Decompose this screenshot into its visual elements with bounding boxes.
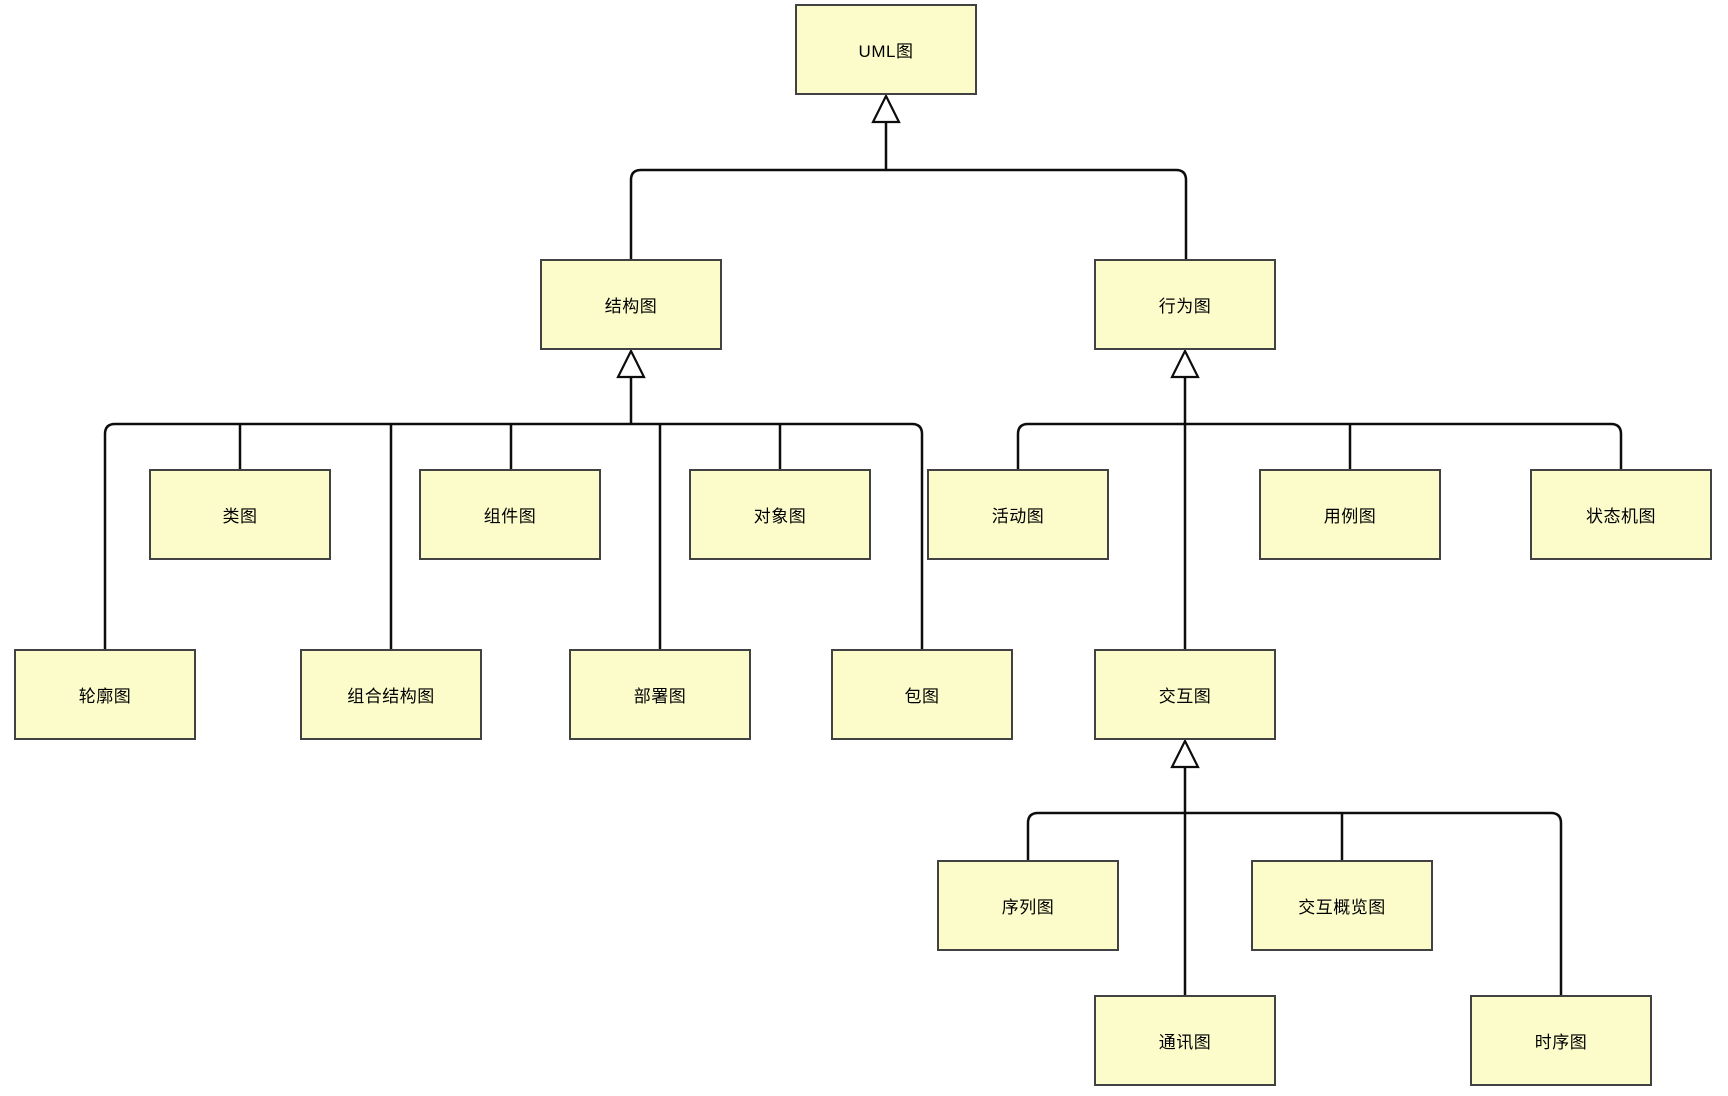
- node-communication-diagram[interactable]: 通讯图: [1094, 995, 1276, 1086]
- node-timing-diagram[interactable]: 时序图: [1470, 995, 1652, 1086]
- node-component-diagram[interactable]: 组件图: [419, 469, 601, 560]
- node-structure-diagram[interactable]: 结构图: [540, 259, 722, 350]
- node-interaction-overview-diagram[interactable]: 交互概览图: [1251, 860, 1433, 951]
- node-behavior-diagram[interactable]: 行为图: [1094, 259, 1276, 350]
- node-profile-diagram[interactable]: 轮廓图: [14, 649, 196, 740]
- node-activity-diagram[interactable]: 活动图: [927, 469, 1109, 560]
- generalization-arrow-icon-uml: [871, 93, 901, 124]
- node-package-diagram[interactable]: 包图: [831, 649, 1013, 740]
- node-deployment-diagram[interactable]: 部署图: [569, 649, 751, 740]
- node-usecase-diagram[interactable]: 用例图: [1259, 469, 1441, 560]
- edge-uml-bus: [629, 168, 1188, 259]
- node-sequence-diagram[interactable]: 序列图: [937, 860, 1119, 951]
- node-composite-structure-diagram[interactable]: 组合结构图: [300, 649, 482, 740]
- generalization-arrow-icon-structure: [616, 348, 646, 379]
- node-interaction-diagram[interactable]: 交互图: [1094, 649, 1276, 740]
- node-class-diagram[interactable]: 类图: [149, 469, 331, 560]
- generalization-arrow-icon-interaction: [1170, 738, 1200, 769]
- node-uml-diagram[interactable]: UML图: [795, 4, 977, 95]
- edge-structure-bus: [103, 422, 924, 649]
- generalization-arrow-icon-behavior: [1170, 348, 1200, 379]
- edge-interaction-bus: [1026, 811, 1563, 995]
- node-object-diagram[interactable]: 对象图: [689, 469, 871, 560]
- node-statemachine-diagram[interactable]: 状态机图: [1530, 469, 1712, 560]
- edge-behavior-bus: [1016, 422, 1623, 469]
